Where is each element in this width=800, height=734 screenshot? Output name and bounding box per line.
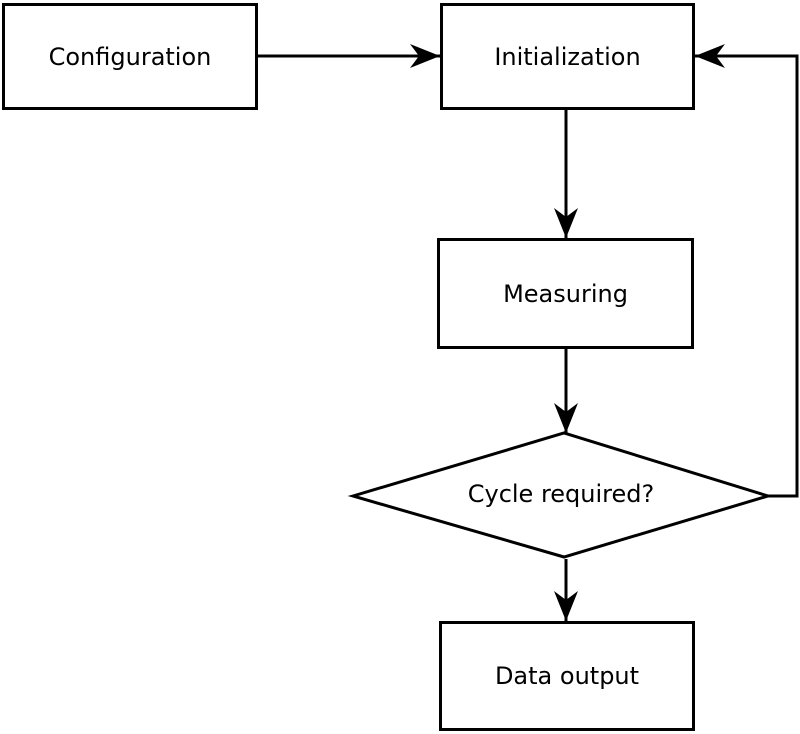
- node-data-output-label: Data output: [494, 662, 640, 690]
- node-measuring: Measuring: [437, 238, 694, 349]
- node-data-output: Data output: [439, 621, 695, 731]
- node-measuring-label: Measuring: [503, 279, 628, 308]
- node-initialization: Initialization: [440, 3, 695, 110]
- node-cycle-required-label: Cycle required?: [467, 480, 655, 508]
- node-configuration-label: Configuration: [48, 42, 212, 71]
- edge-cycle-required-initialization-feedback: [695, 44, 799, 498]
- node-initialization-label: Initialization: [494, 42, 641, 71]
- node-configuration: Configuration: [2, 3, 258, 110]
- node-cycle-required: Cycle required?: [411, 480, 711, 508]
- node-cycle-required-shape: [347, 431, 774, 559]
